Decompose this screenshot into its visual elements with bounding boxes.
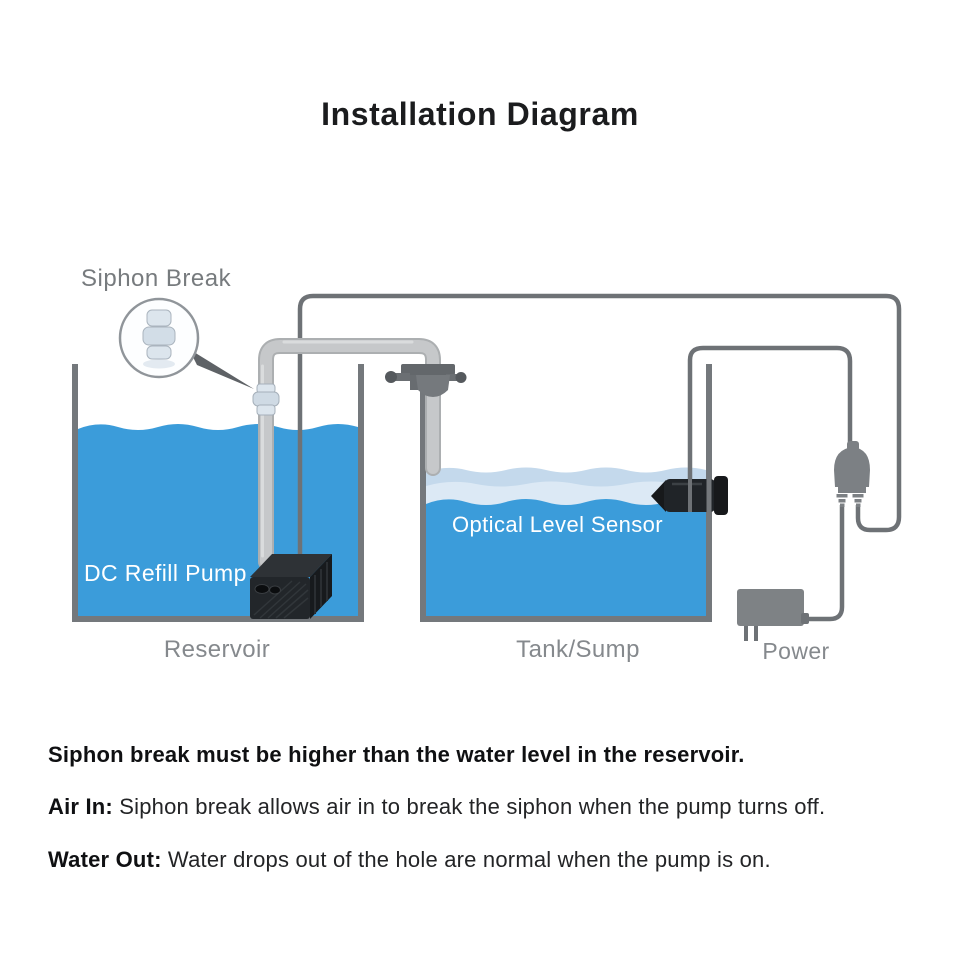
- clamp-left-knob: [385, 371, 397, 383]
- reservoir-label: Reservoir: [163, 636, 271, 663]
- optical-level-sensor-label: Optical Level Sensor: [452, 512, 663, 537]
- clamp-wall-hook: [410, 369, 418, 390]
- sensor-end-cap: [714, 476, 728, 515]
- tube-fill: [260, 340, 439, 568]
- note-water-out: Water Out: Water drops out of the hole a…: [48, 846, 771, 872]
- tube-clamp: [385, 364, 467, 397]
- sump-water-blue: [426, 499, 706, 616]
- sensor-cable: [687, 345, 853, 480]
- cables: [297, 293, 902, 622]
- note-air-in: Air In: Siphon break allows air in to br…: [48, 794, 826, 820]
- adapter-body: [737, 589, 804, 626]
- cable-splitter: [834, 441, 870, 507]
- dc-refill-pump-label: DC Refill Pump: [84, 560, 247, 586]
- sensor-cone-tip: [651, 480, 666, 512]
- power-adapter: [737, 589, 809, 641]
- clamp-right-knob: [455, 372, 467, 383]
- siphon-break-fitting: [252, 383, 280, 416]
- power-label: Power: [762, 638, 830, 664]
- notes-section: Siphon break must be higher than the wat…: [48, 742, 932, 899]
- siphon-break-magnifier: [118, 297, 254, 389]
- dc-refill-pump: [250, 554, 332, 619]
- magnified-fitting: [142, 309, 176, 369]
- page-title: Installation Diagram: [321, 96, 639, 132]
- sump-tank: [420, 364, 712, 622]
- splitter-to-adapter-cable: [806, 505, 845, 622]
- pump-front-face: [250, 577, 310, 619]
- tank-sump-label: Tank/Sump: [516, 636, 640, 663]
- siphon-break-label: Siphon Break: [81, 265, 232, 292]
- pump-top-face: [250, 554, 332, 577]
- adapter-prong-left: [744, 626, 748, 641]
- reservoir-walls: [72, 364, 364, 622]
- note-siphon-height: Siphon break must be higher than the wat…: [48, 742, 932, 768]
- note-air-in-bold: Air In:: [48, 794, 113, 820]
- clamp-body: [416, 375, 450, 397]
- magnifier-pointer: [189, 349, 254, 389]
- optical-level-sensor: [651, 476, 728, 515]
- pump-grill-lines: [253, 580, 309, 619]
- pump-outlet-hole-right: [269, 585, 281, 595]
- splitter-strain-reliefs: [836, 494, 864, 507]
- clamp-right-bolt: [446, 374, 460, 381]
- adapter-plug-nub: [801, 613, 809, 624]
- pump-power-cable: [297, 293, 902, 568]
- splitter-body: [834, 447, 870, 493]
- note-siphon-height-bold: Siphon break must be higher than the wat…: [48, 742, 745, 767]
- adapter-prong-right: [754, 626, 758, 641]
- clamp-left-bolt: [392, 373, 410, 381]
- pump-right-fins: [314, 562, 328, 614]
- clamp-top-plate: [401, 364, 455, 375]
- note-water-out-bold: Water Out:: [48, 846, 162, 872]
- pump-outlet-hole-left: [254, 584, 270, 594]
